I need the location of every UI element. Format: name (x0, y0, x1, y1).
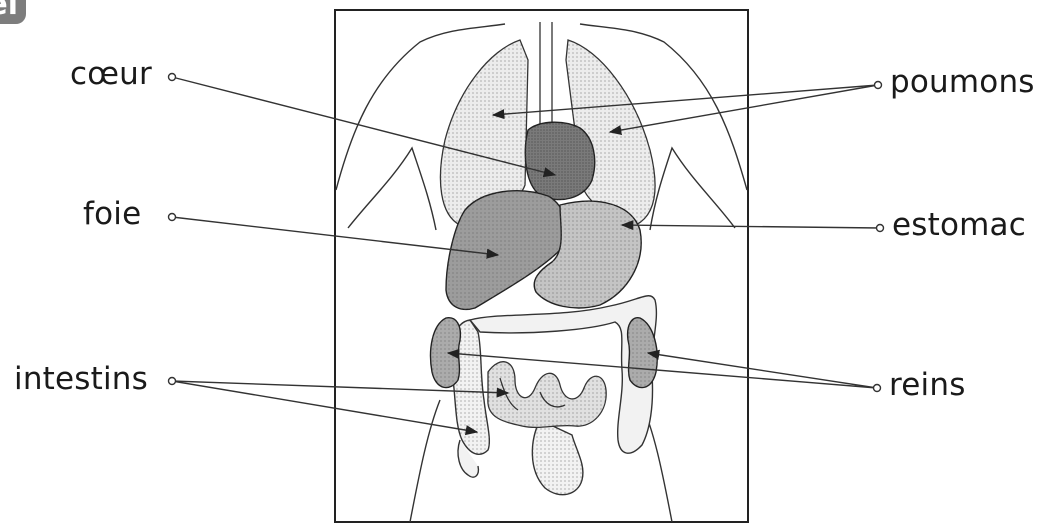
leader-poumons-left (493, 85, 878, 115)
dot-reins (874, 385, 881, 392)
dot-coeur (169, 74, 176, 81)
label-coeur: cœur (70, 56, 152, 92)
trachea (540, 22, 552, 135)
label-intestins: intestins (14, 361, 148, 397)
label-poumons: poumons (890, 64, 1035, 100)
dot-estomac (877, 225, 884, 232)
label-reins: reins (889, 367, 966, 403)
small-intestine (488, 362, 606, 428)
leader-reins-right (648, 353, 877, 388)
dot-intestins (169, 378, 176, 385)
label-estomac: estomac (892, 207, 1026, 243)
leader-estomac (622, 225, 880, 228)
leader-intestins-lower (172, 381, 477, 432)
label-foie: foie (83, 196, 141, 232)
leader-poumons-right (610, 85, 878, 132)
dot-poumons (875, 82, 882, 89)
heart (525, 122, 594, 199)
dot-foie (169, 214, 176, 221)
